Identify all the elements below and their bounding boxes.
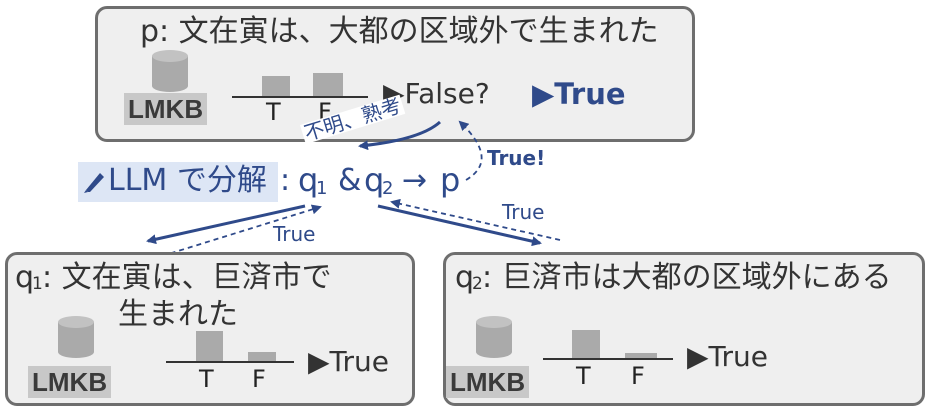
feedback-label: True! xyxy=(487,146,546,170)
q2-sub: 2 xyxy=(472,274,483,294)
database-icon xyxy=(152,50,188,92)
return-arrow-q1 xyxy=(161,204,322,257)
bar-label-true: T xyxy=(266,98,281,126)
bar-baseline xyxy=(166,361,294,363)
q1-statement-line1: : 文在寅は、巨済市で xyxy=(42,260,332,295)
method-label: LLM で分解 xyxy=(108,163,267,198)
prediction-corrected: ▶True xyxy=(532,77,626,111)
q1-prediction: ▶True xyxy=(308,345,390,378)
formula-q1: q xyxy=(298,161,319,199)
q2-statement-line1: : 巨済市は大都の区域外にある xyxy=(482,260,892,295)
database-icon xyxy=(58,316,94,358)
q2-prediction: ▶True xyxy=(687,340,769,373)
formula-arrow: → xyxy=(402,163,428,198)
statement-p-text: p: 文在寅は、大都の区域外で生まれた xyxy=(140,14,659,49)
bar-false xyxy=(625,353,657,358)
bar-true xyxy=(262,76,290,96)
return-arrow-q2 xyxy=(390,198,561,241)
formula-q1-sub: 1 xyxy=(316,178,328,199)
database-icon xyxy=(476,316,512,358)
bar-false xyxy=(313,73,343,96)
method-highlight xyxy=(78,162,278,202)
feedback-arrow xyxy=(458,120,483,181)
bar-true xyxy=(572,330,600,358)
decompose-arrow-q1 xyxy=(146,204,306,245)
pencil-icon xyxy=(84,173,104,193)
bar-baseline xyxy=(232,96,368,98)
bar-label-true: T xyxy=(576,362,591,390)
q1-prefix: q xyxy=(15,260,35,295)
q2-prefix: q xyxy=(455,260,475,295)
bar-true xyxy=(196,331,223,361)
lmkb-label: LMKB xyxy=(124,93,208,125)
lmkb-label: LMKB xyxy=(446,366,530,398)
bar-label-false: F xyxy=(252,365,266,393)
bar-label-true: T xyxy=(199,365,214,393)
formula-q2-sub: 2 xyxy=(382,178,394,199)
bar-baseline xyxy=(543,358,673,360)
formula-colon: : xyxy=(280,163,291,198)
formula-p: p xyxy=(440,161,461,199)
decompose-arrow-q2 xyxy=(377,204,542,247)
bar-false xyxy=(248,352,276,361)
q2-return-label: True xyxy=(502,200,545,224)
lmkb-label: LMKB xyxy=(28,366,112,398)
bar-label-false: F xyxy=(631,362,645,390)
q1-statement-line2: 生まれた xyxy=(118,297,238,332)
formula-q2: q xyxy=(364,161,385,199)
q1-return-label: True xyxy=(273,222,316,246)
reconsider-arrow xyxy=(358,120,442,151)
q1-sub: 1 xyxy=(32,274,43,294)
formula-and: & xyxy=(338,163,362,198)
